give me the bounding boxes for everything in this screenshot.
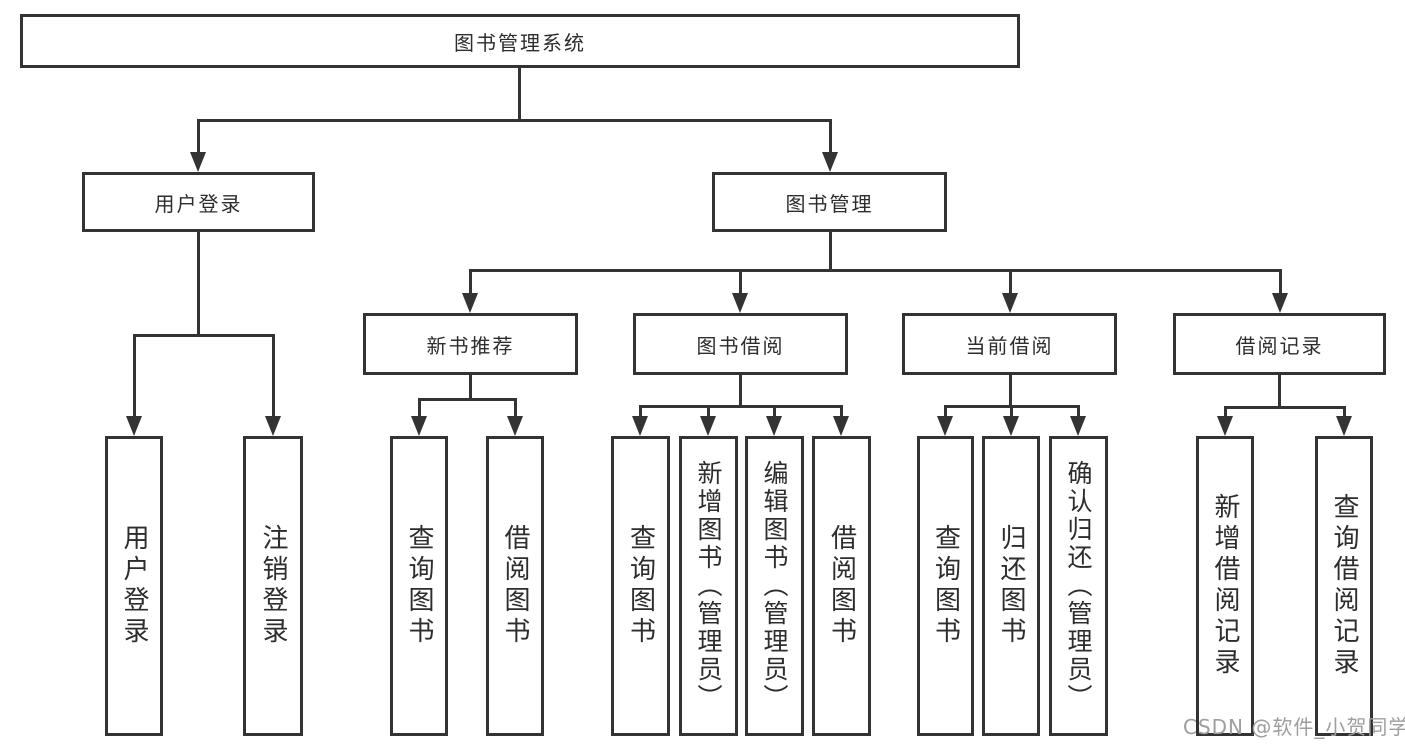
arrow-down-icon	[1003, 416, 1019, 436]
node-leaf-query-books-1: 查询图书	[390, 436, 448, 736]
node-leaf-add-borrow-record: 新增借阅记录	[1196, 436, 1254, 736]
connector-line	[639, 405, 642, 418]
node-leaf-query-books-1-label: 查询图书	[404, 524, 434, 648]
arrow-down-icon	[462, 293, 478, 313]
node-leaf-logout: 注销登录	[243, 436, 303, 736]
connector-line	[469, 269, 1282, 272]
node-leaf-add-borrow-record-label: 新增借阅记录	[1210, 493, 1240, 679]
node-leaf-confirm-return-admin: 确认归还（管理员）	[1049, 436, 1108, 736]
node-borrowing-records: 借阅记录	[1173, 313, 1386, 375]
connector-line	[829, 119, 832, 154]
connector-line	[197, 119, 200, 154]
node-user-login: 用户登录	[82, 172, 315, 232]
node-leaf-confirm-return-admin-label: 确认归还（管理员）	[1064, 460, 1093, 712]
connector-line	[707, 405, 710, 418]
connector-line	[418, 398, 421, 418]
node-library-management-system: 图书管理系统	[20, 14, 1020, 68]
connector-line	[133, 334, 136, 418]
node-book-borrowing: 图书借阅	[633, 313, 848, 375]
connector-line	[1010, 405, 1013, 418]
node-current-borrowing: 当前借阅	[902, 313, 1117, 375]
node-new-book-recommendation: 新书推荐	[363, 313, 578, 375]
node-leaf-borrow-books-1-label: 借阅图书	[500, 524, 530, 648]
node-leaf-borrow-books-2-label: 借阅图书	[826, 524, 857, 648]
connector-line	[840, 405, 843, 418]
node-leaf-edit-books-admin-label: 编辑图书（管理员）	[760, 460, 789, 712]
node-borrowing-records-label: 借阅记录	[1235, 333, 1324, 358]
node-leaf-return-books: 归还图书	[982, 436, 1040, 736]
node-leaf-user-login-label: 用户登录	[119, 524, 149, 648]
connector-line	[1224, 406, 1346, 409]
node-book-borrowing-label: 图书借阅	[696, 333, 785, 358]
node-leaf-query-books-2-label: 查询图书	[625, 524, 656, 648]
node-leaf-user-login: 用户登录	[105, 436, 163, 736]
node-leaf-borrow-books-1: 借阅图书	[486, 436, 544, 736]
node-leaf-query-borrow-record-label: 查询借阅记录	[1329, 493, 1359, 679]
connector-line	[418, 398, 517, 401]
arrow-down-icon	[1070, 416, 1086, 436]
connector-line	[1224, 406, 1227, 418]
watermark: CSDN @软件_小贺同学	[1183, 715, 1405, 739]
connector-line	[944, 405, 947, 418]
arrow-down-icon	[822, 152, 838, 172]
arrow-down-icon	[507, 416, 523, 436]
node-leaf-return-books-label: 归还图书	[996, 524, 1026, 648]
node-leaf-query-borrow-record: 查询借阅记录	[1315, 436, 1373, 736]
arrow-down-icon	[766, 416, 782, 436]
node-book-management: 图书管理	[712, 172, 947, 232]
node-leaf-query-books-3: 查询图书	[917, 436, 974, 736]
arrow-down-icon	[1217, 416, 1233, 436]
arrow-down-icon	[632, 416, 648, 436]
connector-line	[829, 230, 832, 271]
arrow-down-icon	[1272, 293, 1288, 313]
connector-line	[272, 334, 275, 418]
arrow-down-icon	[265, 416, 281, 436]
connector-line	[197, 230, 200, 336]
arrow-down-icon	[833, 416, 849, 436]
arrow-down-icon	[411, 416, 427, 436]
connector-line	[1009, 269, 1012, 295]
arrow-down-icon	[700, 416, 716, 436]
arrow-down-icon	[190, 152, 206, 172]
connector-line	[133, 334, 275, 337]
node-leaf-query-books-2: 查询图书	[611, 436, 670, 736]
connector-line	[518, 67, 521, 121]
node-leaf-borrow-books-2: 借阅图书	[812, 436, 871, 736]
connector-line	[1077, 405, 1080, 418]
connector-line	[469, 373, 472, 401]
arrow-down-icon	[1002, 293, 1018, 313]
connector-line	[739, 269, 742, 295]
connector-line	[197, 119, 832, 122]
connector-line	[514, 398, 517, 418]
connector-line	[1343, 406, 1346, 418]
node-user-login-label: 用户登录	[154, 191, 243, 216]
node-library-management-system-label: 图书管理系统	[454, 30, 586, 55]
node-leaf-logout-label: 注销登录	[258, 524, 288, 648]
arrow-down-icon	[732, 293, 748, 313]
connector-line	[1279, 269, 1282, 295]
connector-line	[469, 269, 472, 295]
connector-line	[773, 405, 776, 418]
arrow-down-icon	[937, 416, 953, 436]
node-leaf-edit-books-admin: 编辑图书（管理员）	[745, 436, 804, 736]
connector-line	[1009, 373, 1012, 408]
node-leaf-query-books-3-label: 查询图书	[930, 524, 961, 648]
node-leaf-add-books-admin: 新增图书（管理员）	[679, 436, 738, 736]
node-current-borrowing-label: 当前借阅	[965, 333, 1054, 358]
arrow-down-icon	[1336, 416, 1352, 436]
connector-line	[739, 373, 742, 408]
arrow-down-icon	[126, 416, 142, 436]
node-book-management-label: 图书管理	[785, 191, 874, 216]
connector-line	[639, 405, 843, 408]
node-new-book-recommendation-label: 新书推荐	[426, 333, 515, 358]
connector-line	[1278, 373, 1281, 409]
node-leaf-add-books-admin-label: 新增图书（管理员）	[694, 460, 723, 712]
